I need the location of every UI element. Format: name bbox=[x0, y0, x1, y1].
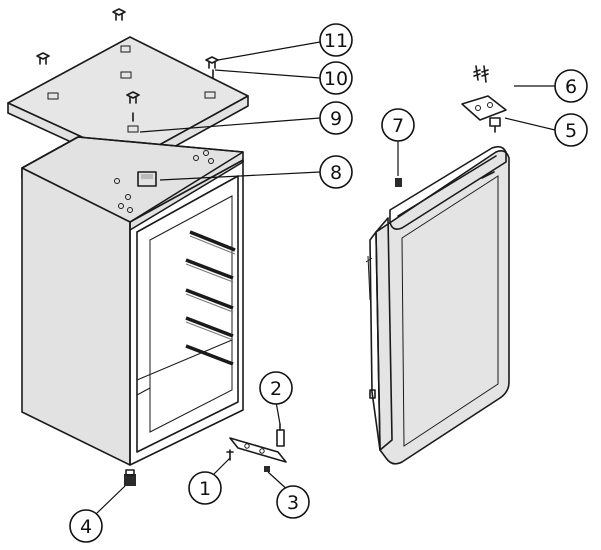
door-stop-pin bbox=[395, 178, 402, 187]
callout-3: 3 bbox=[276, 485, 310, 519]
lid-screw-caps bbox=[36, 8, 219, 122]
bottom-hinge bbox=[229, 423, 287, 463]
callout-7-label: 7 bbox=[392, 115, 404, 137]
hinge-washer bbox=[264, 466, 270, 472]
shelf-rails bbox=[185, 230, 236, 366]
callout-6-label: 6 bbox=[565, 76, 577, 98]
top-hinge bbox=[461, 95, 507, 133]
callout-4-label: 4 bbox=[80, 516, 92, 538]
callout-9: 9 bbox=[319, 101, 353, 135]
callout-5-label: 5 bbox=[565, 120, 577, 142]
adjustable-foot bbox=[124, 469, 136, 486]
callout-2-label: 2 bbox=[270, 378, 282, 400]
leader-lines bbox=[95, 41, 556, 515]
callout-10: 10 bbox=[319, 61, 353, 95]
callout-6: 6 bbox=[554, 69, 588, 103]
callout-2: 2 bbox=[259, 371, 293, 405]
callout-11: 11 bbox=[319, 23, 353, 57]
callout-10-label: 10 bbox=[324, 68, 348, 90]
refrigerator-cabinet bbox=[21, 136, 244, 466]
thermostat-knob bbox=[137, 171, 157, 187]
hinge-screws bbox=[473, 65, 489, 83]
callout-8: 8 bbox=[319, 155, 353, 189]
callout-11-label: 11 bbox=[324, 30, 348, 52]
callout-3-label: 3 bbox=[287, 492, 299, 514]
callout-7: 7 bbox=[381, 108, 415, 142]
callout-9-label: 9 bbox=[330, 108, 342, 130]
callout-8-label: 8 bbox=[330, 162, 342, 184]
callout-5: 5 bbox=[554, 113, 588, 147]
refrigerator-door bbox=[365, 145, 510, 465]
callout-1: 1 bbox=[188, 471, 222, 505]
callout-1-label: 1 bbox=[199, 478, 211, 500]
callout-4: 4 bbox=[69, 509, 103, 543]
